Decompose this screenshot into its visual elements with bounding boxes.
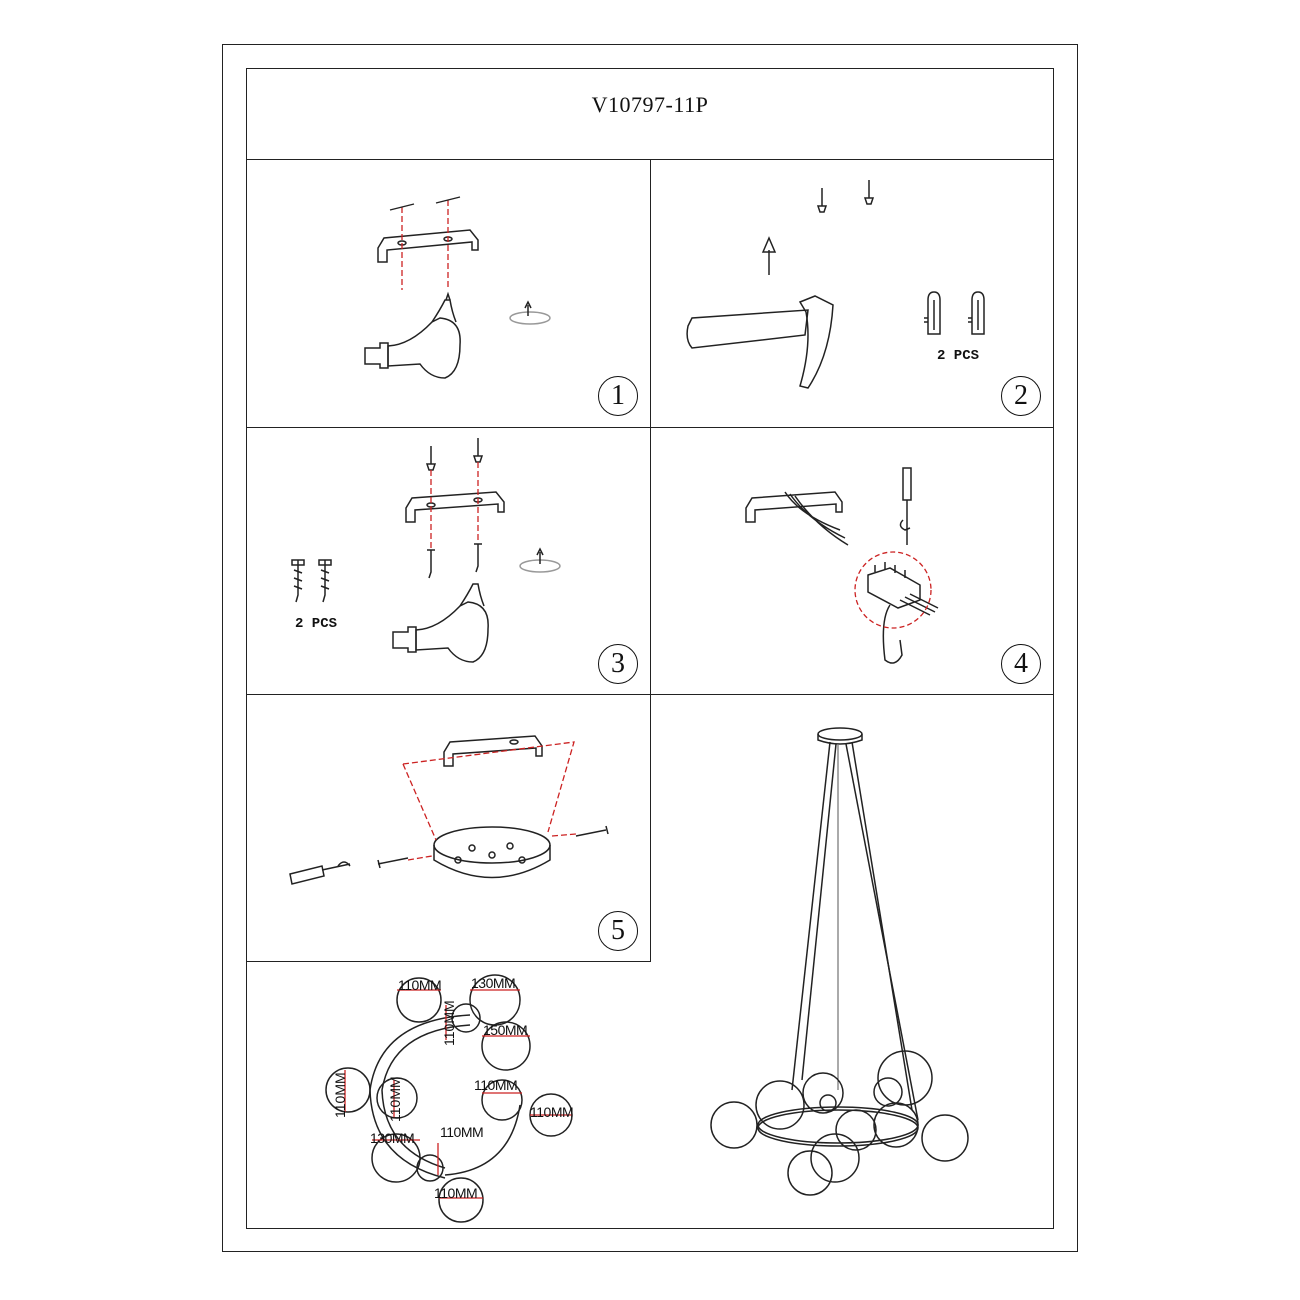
divider (246, 961, 651, 962)
dim-far-right: 110MM (530, 1104, 574, 1120)
screw-quantity: 2 PCS (295, 616, 338, 632)
step-number-4: 4 (1001, 644, 1041, 684)
dim-bottom-left: 130MM (370, 1130, 415, 1146)
step-number-2: 2 (1001, 376, 1041, 416)
dim-top-right: 130MM (471, 975, 516, 991)
divider (650, 159, 651, 962)
dim-center-right: 110MM (474, 1077, 518, 1093)
step-number-5: 5 (598, 911, 638, 951)
dim-bottom: 110MM (434, 1185, 478, 1201)
step-number-1: 1 (598, 376, 638, 416)
outer-frame (222, 44, 1078, 1252)
model-title: V10797-11P (591, 92, 709, 117)
dim-bottom-center: 110MM (440, 1124, 484, 1140)
inner-frame (246, 68, 1054, 1229)
dim-right-large: 150MM (483, 1022, 528, 1038)
anchor-quantity: 2 PCS (937, 348, 980, 364)
step-number-3: 3 (598, 644, 638, 684)
dim-top-left: 110MM (398, 977, 442, 993)
